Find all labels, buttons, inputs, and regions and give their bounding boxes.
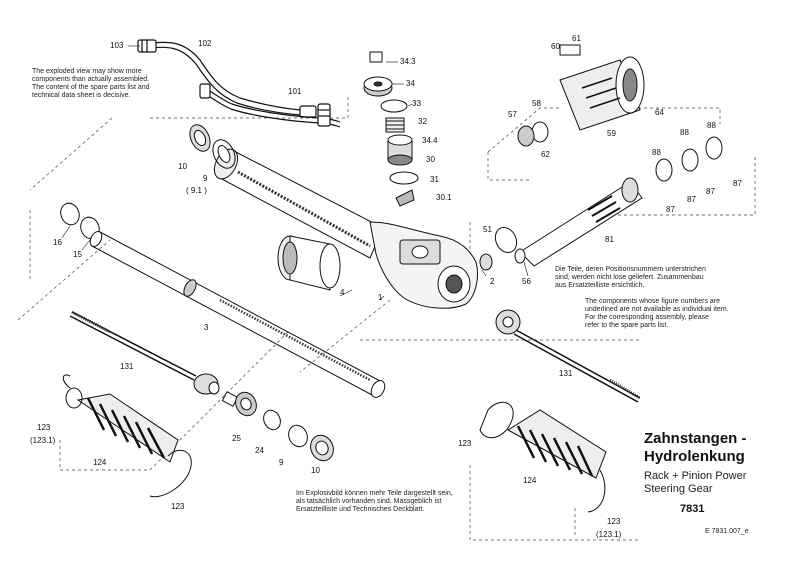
part-label: 131: [559, 369, 573, 378]
part-label: 4: [340, 288, 345, 297]
part-label: 123: [37, 423, 51, 432]
title-line-1: Zahnstangen -: [644, 430, 747, 447]
part-label: 31: [430, 175, 439, 184]
part-label: ( 9.1 ): [186, 186, 207, 195]
part-label: 56: [522, 277, 531, 286]
title-line-2: Hydrolenkung: [644, 448, 745, 465]
part-label: 32: [418, 117, 427, 126]
part-label: 10: [178, 162, 187, 171]
part-label: 34.3: [400, 57, 416, 66]
part-label: 58: [532, 99, 541, 108]
note-line: Im Explosivbild können mehr Teile darges…: [296, 490, 453, 497]
part-label: 87: [687, 195, 696, 204]
seal-51-2-56: [479, 226, 526, 271]
note-exploded-view-de: Im Explosivbild können mehr Teile darges…: [296, 490, 453, 514]
part-label: 9: [279, 458, 284, 467]
part-label: 103: [110, 41, 124, 50]
seal-set-left: [189, 124, 236, 169]
part-label: 57: [508, 110, 517, 119]
note-line: Die Teile, deren Positionsnummern unters…: [555, 266, 706, 273]
part-label: (123.1): [30, 436, 56, 445]
cylinder-tube-3: [89, 231, 386, 398]
part-label: 102: [198, 39, 212, 48]
model-code: 7831: [680, 503, 705, 515]
part-label: 101: [288, 87, 302, 96]
part-label: 123: [458, 439, 472, 448]
part-label: 123: [607, 517, 621, 526]
part-label: 81: [605, 235, 614, 244]
seal-set-bottom: [235, 391, 334, 462]
part-label: 131: [120, 362, 134, 371]
note-line: refer to the spare parts list.: [585, 322, 669, 329]
part-label: 1: [378, 293, 383, 302]
note-line: The exploded view may show more: [32, 68, 142, 75]
note-line: components than actually assembled.: [32, 76, 150, 83]
part-label: 88: [707, 121, 716, 130]
part-label: 64: [655, 108, 664, 117]
part-label: 123: [171, 502, 185, 511]
hydraulic-pipe-101: [199, 83, 341, 128]
part-label: 60: [551, 42, 560, 51]
control-valve-stack: [363, 51, 419, 207]
part-label: 87: [666, 205, 675, 214]
bellows-boot-right: [479, 401, 607, 513]
tie-rod-right: [495, 309, 641, 403]
part-label: 30.1: [436, 193, 452, 202]
note-line: The components whose figure numbers are: [585, 298, 721, 305]
hydraulic-pipe-102: [137, 39, 317, 118]
part-label: 33: [412, 99, 421, 108]
part-label: 62: [541, 150, 550, 159]
leader-lines: [61, 45, 529, 301]
part-label: 2: [490, 277, 495, 286]
part-label: 124: [93, 458, 107, 467]
part-label: (123.1): [596, 530, 622, 539]
part-label: 87: [706, 187, 715, 196]
part-label: 9: [203, 174, 208, 183]
part-label: 51: [483, 225, 492, 234]
part-label: 10: [311, 466, 320, 475]
part-label: 24: [255, 446, 264, 455]
part-label: 30: [426, 155, 435, 164]
note-line: sind, werden nicht lose geliefert. Zusam…: [555, 274, 704, 281]
pinion-housing: [517, 44, 645, 147]
subtitle-line-2: Steering Gear: [644, 483, 713, 495]
steering-housing: [213, 148, 479, 309]
note-line: als tatsächlich vorhanden sind. Massgebl…: [296, 498, 442, 505]
part-label: 34: [406, 79, 415, 88]
tie-rod-left: [69, 310, 239, 407]
note-underlined-en: The components whose figure numbers are …: [585, 298, 729, 330]
part-label: 88: [680, 128, 689, 137]
part-label: 15: [73, 250, 82, 259]
part-label: 16: [53, 238, 62, 247]
part-label: 61: [572, 34, 581, 43]
drawing-reference: E 7831.007_e: [705, 528, 749, 535]
note-line: aus Ersatzteilliste ersichtlich.: [555, 282, 645, 289]
note-line: For the corresponding assembly, please: [585, 314, 709, 321]
bellows-boot-left: [62, 374, 192, 498]
part-label: 87: [733, 179, 742, 188]
part-label: 3: [204, 323, 209, 332]
pinion-shaft: [519, 136, 723, 267]
note-underlined-de: Die Teile, deren Positionsnummern unters…: [555, 266, 706, 290]
part-label: 34.4: [422, 136, 438, 145]
note-line: Ersatzteilliste und Technisches Deckblat…: [296, 506, 425, 513]
note-line: underlined are not available as individu…: [585, 306, 729, 313]
part-label: 88: [652, 148, 661, 157]
part-label: 124: [523, 476, 537, 485]
note-exploded-view-en: The exploded view may show more componen…: [32, 68, 150, 100]
note-line: The content of the spare parts list and: [32, 84, 150, 91]
part-label: 59: [607, 129, 616, 138]
part-label: 25: [232, 434, 241, 443]
subtitle-line-1: Rack + Pinion Power: [644, 470, 747, 482]
note-line: technical data sheet is decisive.: [32, 92, 131, 99]
sleeve-4: [277, 235, 341, 291]
dashed-guide-lines: [17, 96, 756, 541]
